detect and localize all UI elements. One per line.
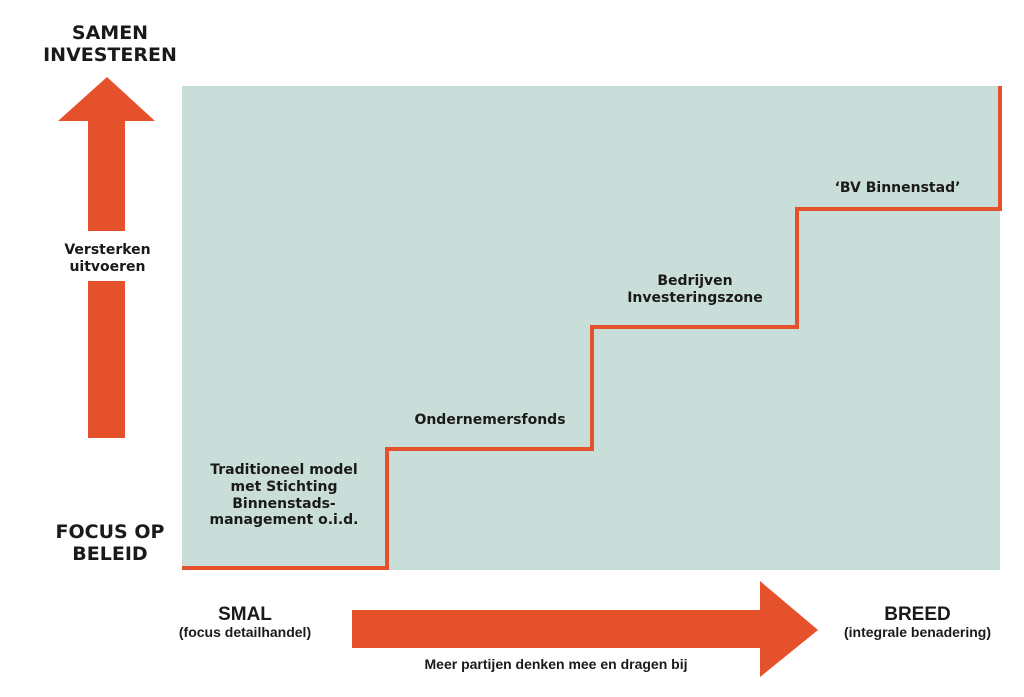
step-label-1: Traditioneel model met Stichting Binnens… (209, 462, 359, 529)
step-label-2: Ondernemersfonds (414, 412, 566, 428)
horizontal-axis-left-title: SMAL (218, 604, 272, 625)
step-label-3: Bedrijven Investeringszone (627, 273, 763, 306)
step-label-4: ‘BV Binnenstad’ (834, 180, 961, 196)
horizontal-axis-left-subtitle: (focus detailhandel) (178, 624, 312, 640)
vertical-axis-top-label: SAMEN INVESTEREN (43, 22, 177, 66)
horizontal-axis-right-subtitle: (integrale benadering) (843, 624, 992, 640)
up-arrow-head (58, 77, 155, 121)
horizontal-axis-caption: Meer partijen denken mee en dragen bij (424, 656, 688, 672)
horizontal-axis-right-title: BREED (884, 604, 951, 625)
up-arrow-shaft-top (88, 120, 125, 231)
up-arrow-shaft-bottom (88, 281, 125, 438)
vertical-axis-middle-label: Versterken uitvoeren (64, 242, 151, 275)
right-arrow (352, 581, 818, 677)
staircase-line (182, 86, 1002, 570)
vertical-axis-bottom-label: FOCUS OP BELEID (55, 521, 165, 565)
